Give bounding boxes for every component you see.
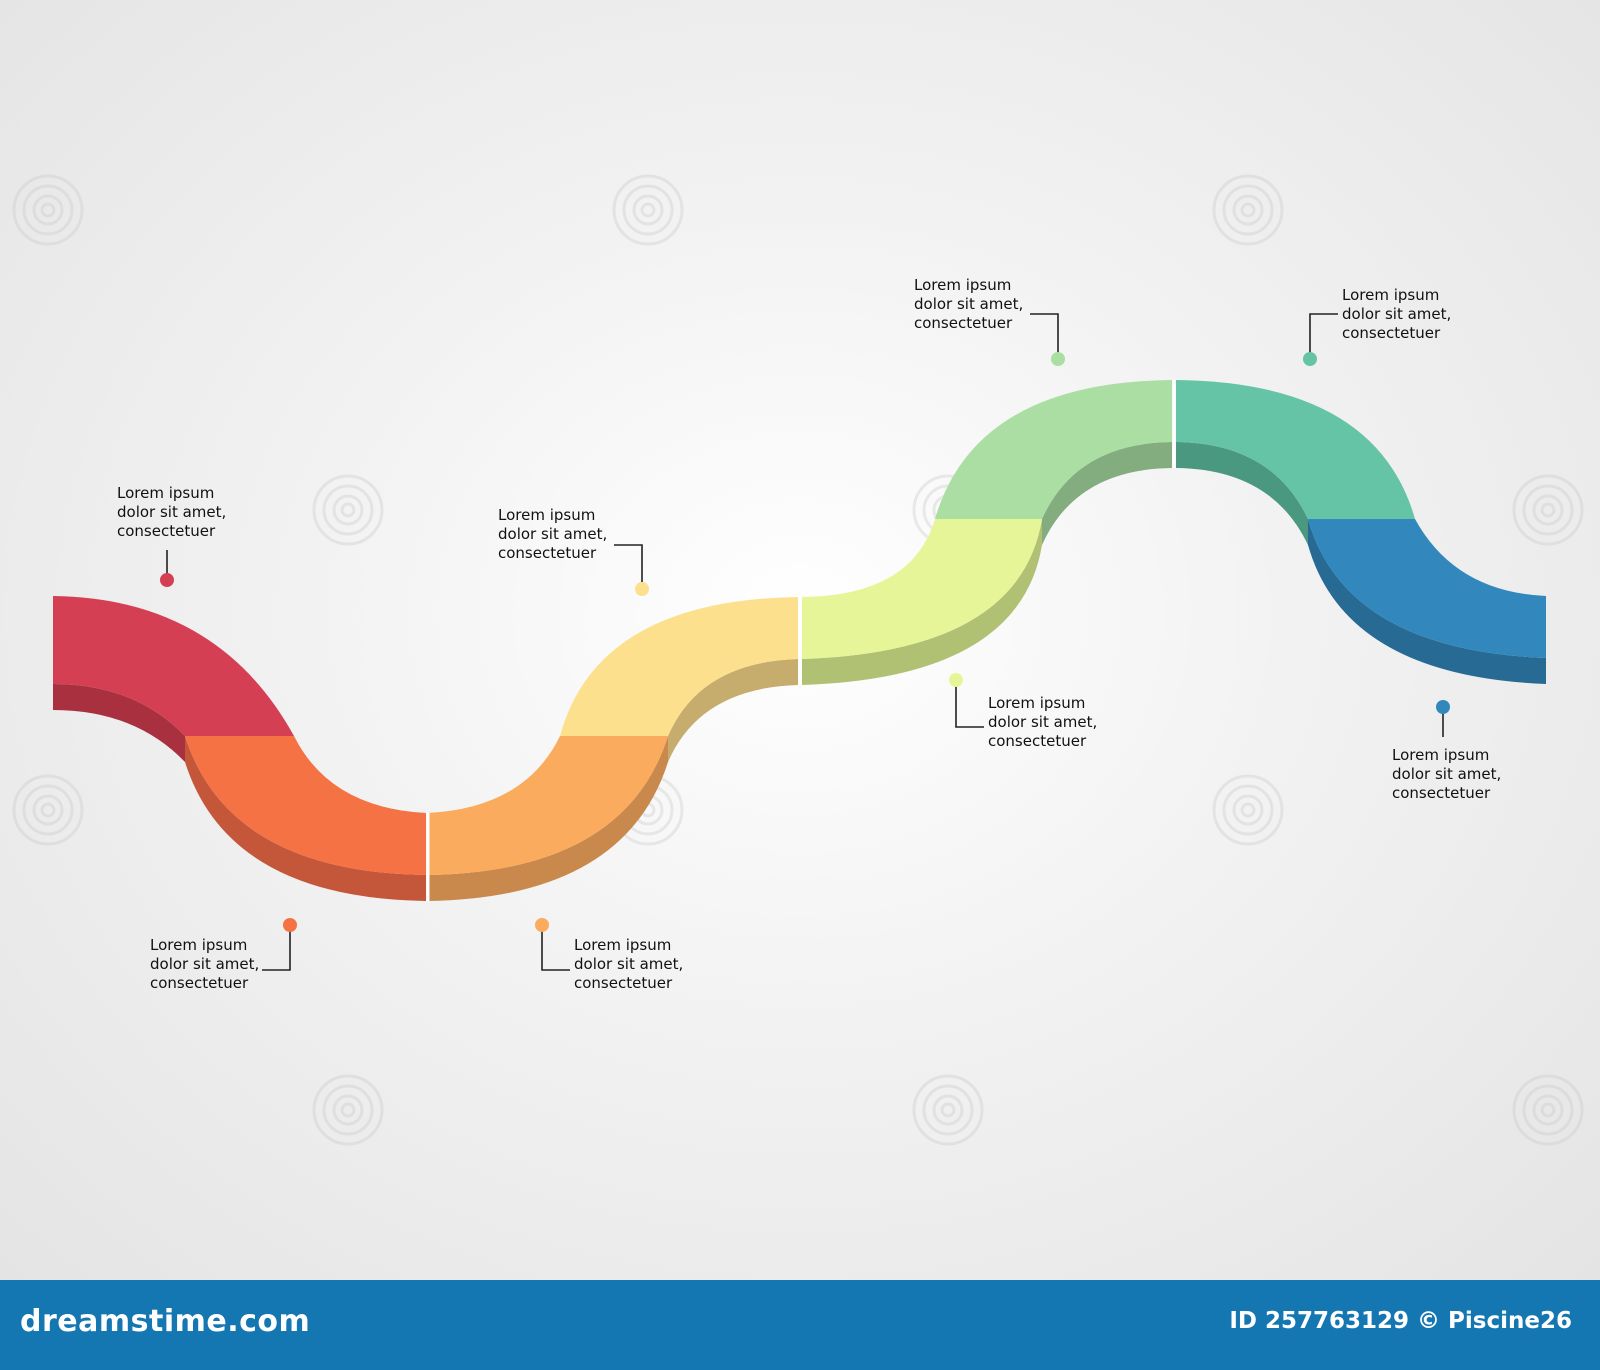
connector-line-6 <box>1030 313 1059 359</box>
segment-3-side <box>428 736 668 901</box>
segment-8-top <box>1308 519 1546 658</box>
marker-dot-7 <box>1303 352 1317 366</box>
segment-3-top <box>428 736 668 875</box>
segment-4-top <box>560 597 798 736</box>
segment-6-top <box>935 380 1172 519</box>
segment-5-side <box>802 519 1042 685</box>
step-label-line: Lorem ipsum <box>1342 286 1440 304</box>
step-label-line: Lorem ipsum <box>150 936 248 954</box>
connector-line-7 <box>1309 313 1338 359</box>
segment-1-top <box>53 596 294 736</box>
step-label-line: Lorem ipsum <box>117 484 215 502</box>
watermark-swirl-icon <box>12 774 84 846</box>
step-label-line: dolor sit amet, <box>150 955 260 973</box>
watermark-swirl-icon <box>612 174 684 246</box>
marker-dot-3 <box>535 918 549 932</box>
segment-1-side <box>53 684 185 762</box>
step-label-line: consectetuer <box>150 974 249 992</box>
step-label-line: consectetuer <box>574 974 673 992</box>
step-label-line: consectetuer <box>117 522 216 540</box>
step-label-line: dolor sit amet, <box>574 955 684 973</box>
segment-8-side <box>1308 519 1546 684</box>
marker-dot-2 <box>283 918 297 932</box>
connector-line-5 <box>955 680 984 728</box>
step-label-line: Lorem ipsum <box>988 694 1086 712</box>
watermark-swirl-icon <box>1512 1074 1584 1146</box>
watermark-swirl-icon <box>1212 174 1284 246</box>
segment-6-side <box>1042 442 1172 545</box>
step-label-line: dolor sit amet, <box>117 503 227 521</box>
marker-dot-8 <box>1436 700 1450 714</box>
step-label-line: consectetuer <box>1342 324 1441 342</box>
wave-diagram <box>53 313 1546 971</box>
step-label-line: dolor sit amet, <box>498 525 608 543</box>
marker-dot-4 <box>635 582 649 596</box>
watermark-swirl-icon <box>1212 774 1284 846</box>
marker-dot-5 <box>949 673 963 687</box>
step-label-line: Lorem ipsum <box>1392 746 1490 764</box>
step-label-line: dolor sit amet, <box>1342 305 1452 323</box>
connector-line-2 <box>262 925 291 971</box>
marker-dot-6 <box>1051 352 1065 366</box>
step-label-line: consectetuer <box>498 544 597 562</box>
watermark-swirl-icon <box>312 1074 384 1146</box>
watermark-swirl-icon <box>312 474 384 546</box>
watermark-swirl-icon <box>1512 474 1584 546</box>
segment-7-side <box>1176 442 1308 545</box>
step-label-line: dolor sit amet, <box>1392 765 1502 783</box>
watermark-swirl-icon <box>912 1074 984 1146</box>
step-label-line: dolor sit amet, <box>914 295 1024 313</box>
step-label-line: Lorem ipsum <box>914 276 1012 294</box>
connector-line-4 <box>614 544 643 589</box>
segment-4-side <box>668 659 798 762</box>
step-label-line: consectetuer <box>988 732 1087 750</box>
footer-bar: dreamstime.com ID 257763129 © Piscine26 <box>0 1280 1600 1370</box>
segment-2-side <box>185 736 426 901</box>
step-label-line: Lorem ipsum <box>574 936 672 954</box>
step-label-line: Lorem ipsum <box>498 506 596 524</box>
segment-2-top <box>185 736 426 875</box>
watermark-swirl-icon <box>12 174 84 246</box>
brand-logo: dreamstime.com <box>20 1304 311 1339</box>
segment-5-top <box>802 519 1042 659</box>
step-label-line: dolor sit amet, <box>988 713 1098 731</box>
step-label-line: consectetuer <box>1392 784 1491 802</box>
connectors <box>160 313 1450 971</box>
image-credit: ID 257763129 © Piscine26 <box>1229 1308 1572 1334</box>
step-label-line: consectetuer <box>914 314 1013 332</box>
segment-7-top <box>1176 380 1415 519</box>
marker-dot-1 <box>160 573 174 587</box>
wave-segments <box>53 380 1546 901</box>
connector-line-3 <box>541 925 570 971</box>
